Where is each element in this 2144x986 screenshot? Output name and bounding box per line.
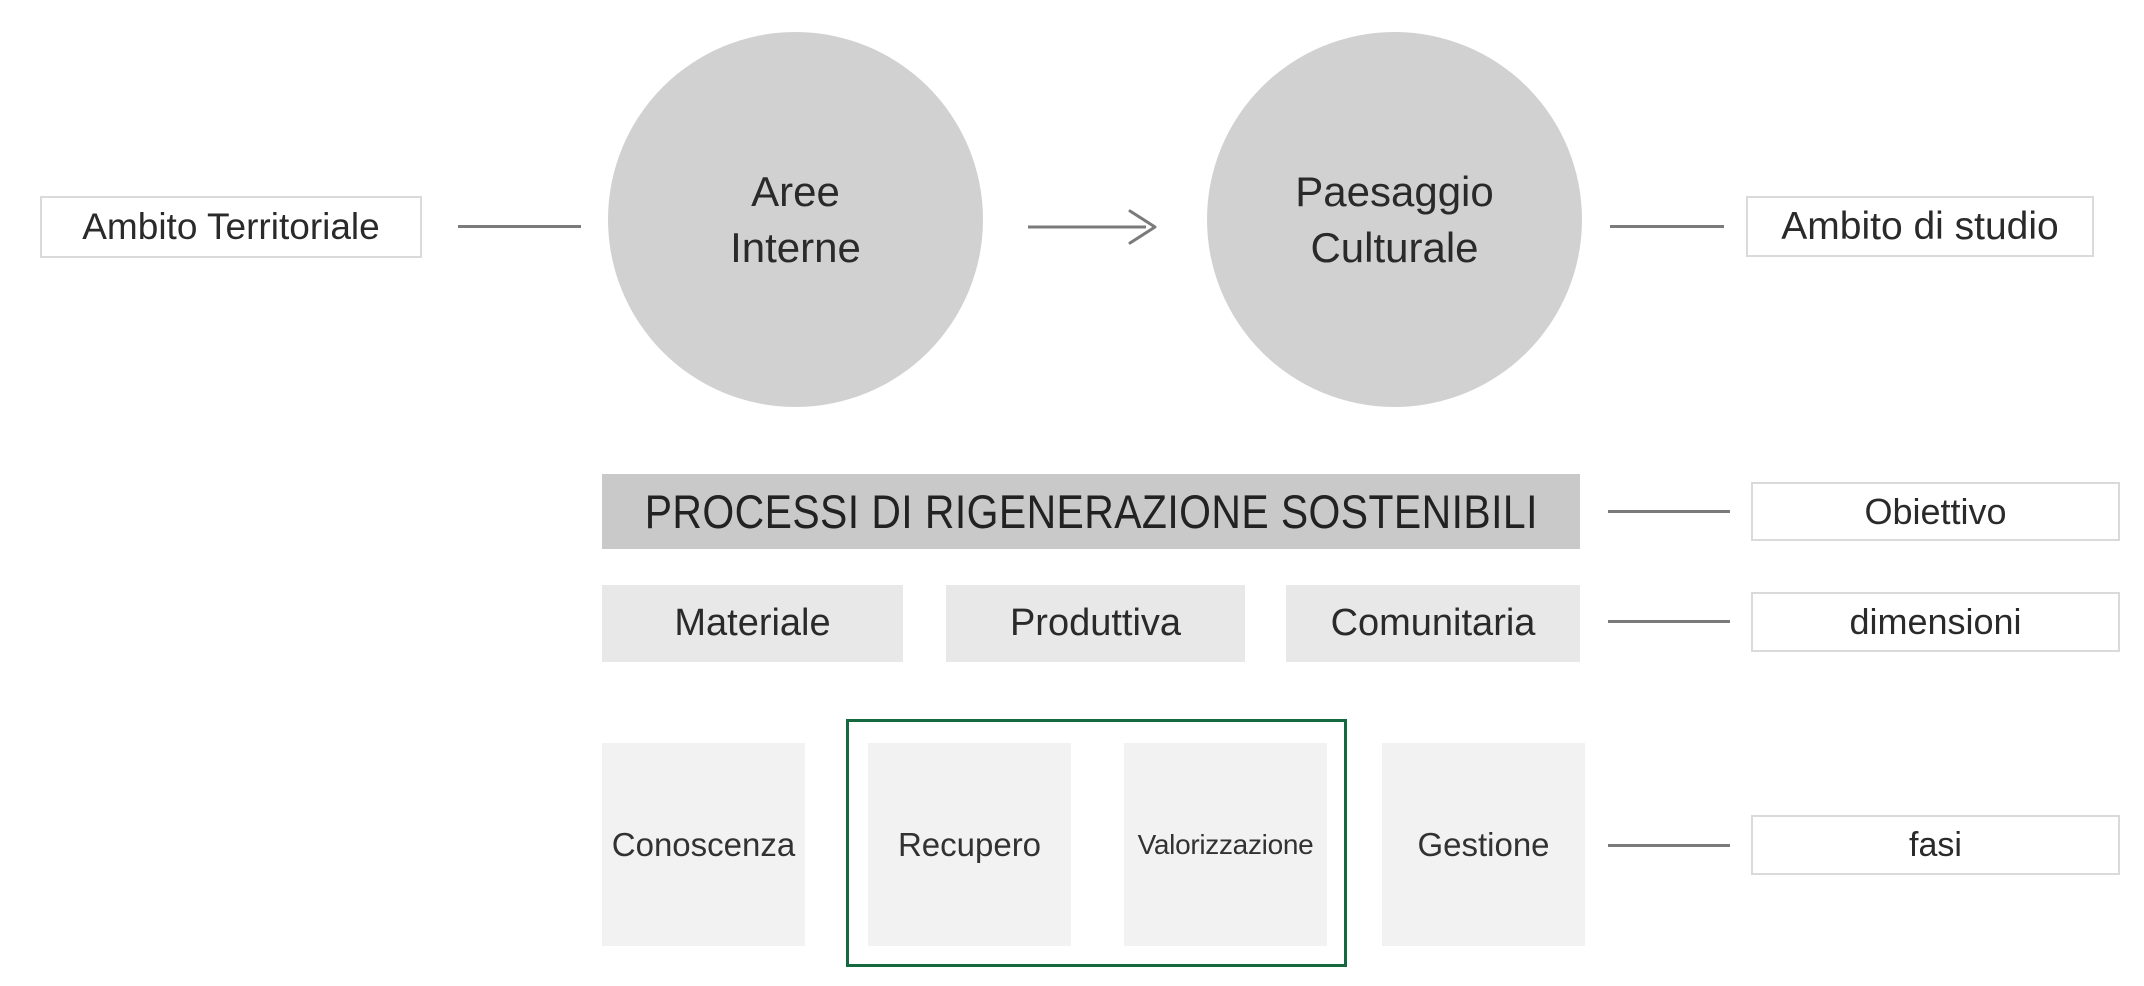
dimension-label: Comunitaria [1330, 602, 1536, 644]
dimensions-label: dimensioni [1849, 601, 2022, 642]
process-banner: PROCESSI DI RIGENERAZIONE SOSTENIBILI [602, 474, 1580, 549]
phase-label: Gestione [1417, 825, 1550, 863]
phase-box-valorizzazione: Valorizzazione [1124, 743, 1327, 946]
highlight-outline [846, 719, 1347, 967]
dimensions-label-box: dimensioni [1751, 592, 2120, 652]
territorial-scope-box: Ambito Territoriale [40, 196, 422, 258]
dimension-box-materiale: Materiale [602, 585, 903, 662]
phase-label: Valorizzazione [1137, 828, 1314, 860]
dimension-label: Materiale [674, 602, 831, 644]
dimension-box-produttiva: Produttiva [946, 585, 1245, 662]
flow-arrow-icon [1028, 209, 1157, 245]
paesaggio-culturale-line2: Culturale [1310, 223, 1479, 271]
aree-interne-line2: Interne [730, 223, 861, 271]
dimension-label: Produttiva [1009, 602, 1182, 644]
objective-label: Obiettivo [1864, 490, 2007, 532]
connector-banner-to-objective [1608, 510, 1730, 513]
territorial-scope-label: Ambito Territoriale [82, 206, 380, 247]
phases-label: fasi [1909, 825, 1962, 864]
phases-label-box: fasi [1751, 815, 2120, 875]
aree-interne-circle: Aree Interne [608, 32, 983, 407]
objective-box: Obiettivo [1751, 482, 2120, 541]
phase-box-conoscenza: Conoscenza [602, 743, 805, 946]
study-scope-box: Ambito di studio [1746, 196, 2094, 257]
aree-interne-line1: Aree [751, 167, 840, 215]
phase-label: Recupero [897, 825, 1042, 863]
phase-box-recupero: Recupero [868, 743, 1071, 946]
connector-circle2-to-study [1610, 225, 1724, 228]
phase-box-gestione: Gestione [1382, 743, 1585, 946]
connector-phases-to-label [1608, 844, 1730, 847]
phase-label: Conoscenza [611, 825, 796, 863]
connector-territorial-to-circle1 [458, 225, 581, 228]
study-scope-label: Ambito di studio [1781, 204, 2059, 248]
paesaggio-culturale-circle: Paesaggio Culturale [1207, 32, 1582, 407]
process-banner-label: PROCESSI DI RIGENERAZIONE SOSTENIBILI [644, 485, 1538, 538]
paesaggio-culturale-line1: Paesaggio [1295, 167, 1494, 215]
dimension-box-comunitaria: Comunitaria [1286, 585, 1580, 662]
connector-dimensions-to-label [1608, 620, 1730, 623]
